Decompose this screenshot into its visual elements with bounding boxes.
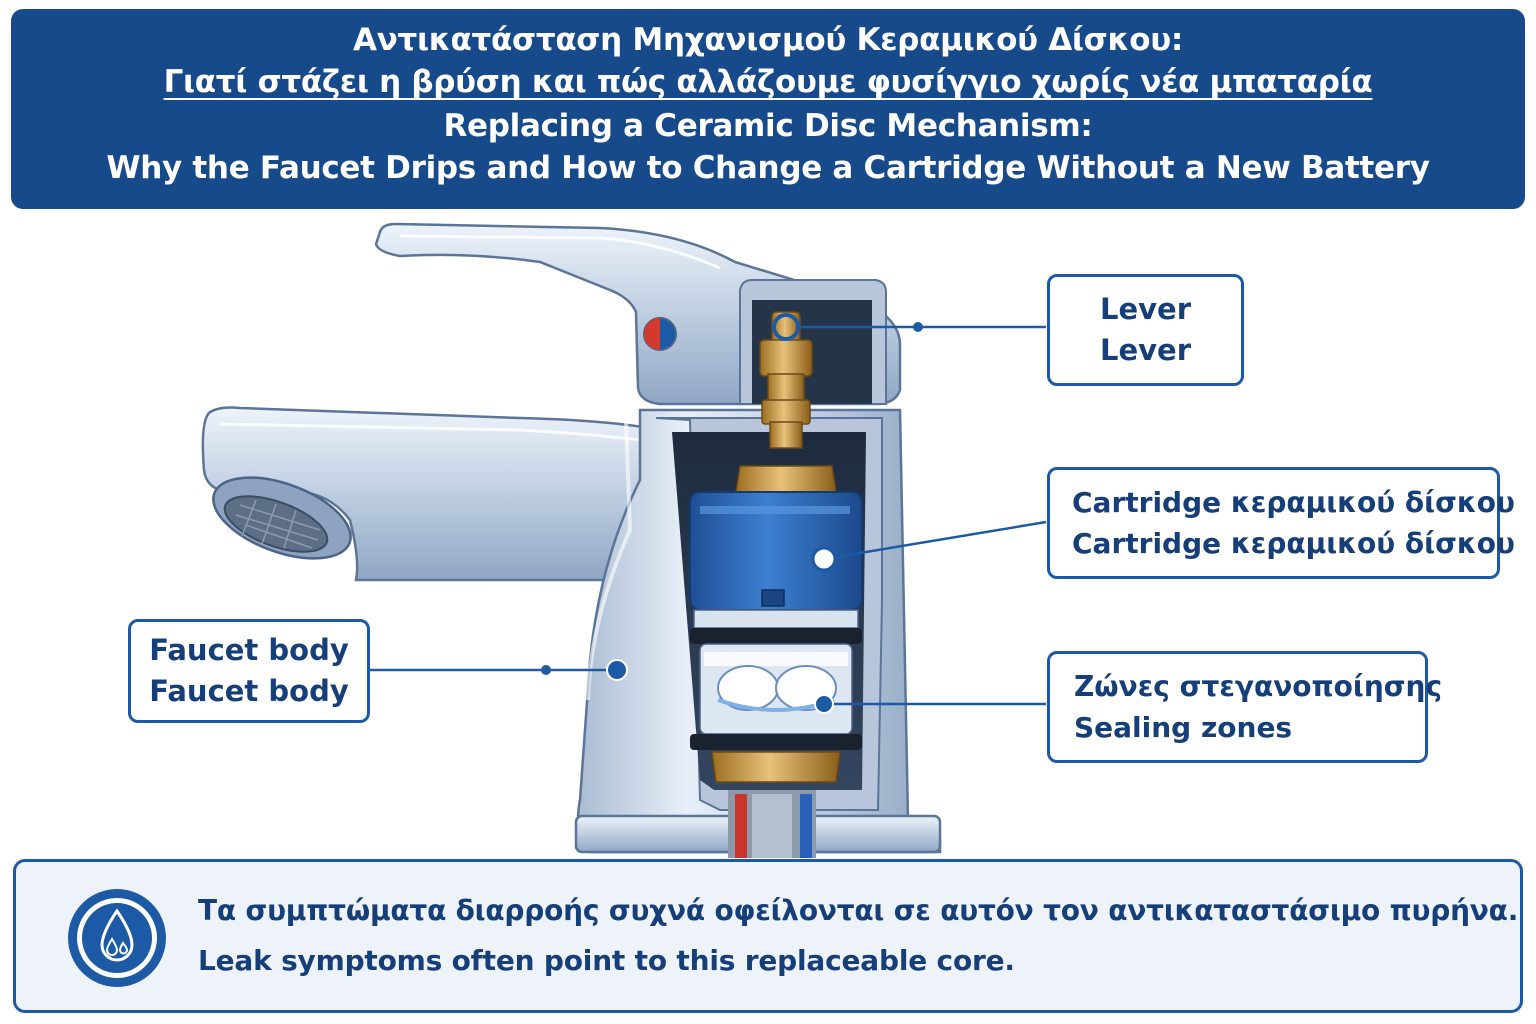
callout-sealing-line-2: Sealing zones xyxy=(1074,711,1293,744)
callout-lever: Lever Lever xyxy=(1047,274,1244,386)
callout-sealing-zones: Ζώνες στεγανοποίησης Sealing zones xyxy=(1047,651,1443,763)
callout-cartridge-line-1: Cartridge κεραμικού δίσκου xyxy=(1072,486,1515,519)
title-greek-line-2: Γιατί στάζει η βρύση και πώς αλλάζουμε φ… xyxy=(11,61,1525,103)
callout-lever-line-2: Lever xyxy=(1099,333,1192,367)
title-greek-line-2-text: Γιατί στάζει η βρύση και πώς αλλάζουμε φ… xyxy=(163,64,1373,100)
info-footer: Τα συμπτώματα διαρροής συχνά οφείλονται … xyxy=(13,859,1523,1013)
callout-body-line-2: Faucet body xyxy=(149,674,349,708)
brass-stem xyxy=(735,311,837,493)
faucet-spout xyxy=(201,406,652,582)
water-drop-icon xyxy=(68,889,166,987)
title-english-line-2: Why the Faucet Drips and How to Change a… xyxy=(106,150,1430,186)
leader-dots xyxy=(541,313,923,714)
footer-text-english: Leak symptoms often point to this replac… xyxy=(198,944,1015,977)
title-greek-line-1: Αντικατάσταση Μηχανισμού Κεραμικού Δίσκο… xyxy=(353,22,1183,58)
footer-text-greek: Τα συμπτώματα διαρροής συχνά οφείλονται … xyxy=(198,894,1519,927)
callout-body-line-1: Faucet body xyxy=(149,633,349,667)
callout-sealing-line-1: Ζώνες στεγανοποίησης xyxy=(1074,670,1443,703)
title-banner: Αντικατάσταση Μηχανισμού Κεραμικού Δίσκο… xyxy=(11,9,1525,209)
supply-pipes xyxy=(728,790,816,858)
callout-lever-line-1: Lever xyxy=(1099,292,1192,326)
footer-text: Τα συμπτώματα διαρροής συχνά οφείλονται … xyxy=(198,886,1518,986)
callout-cartridge: Cartridge κεραμικού δίσκου Cartridge κερ… xyxy=(1047,467,1515,579)
callout-cartridge-line-2: Cartridge κεραμικού δίσκου xyxy=(1072,527,1515,560)
title-english-line-1: Replacing a Ceramic Disc Mechanism: xyxy=(443,108,1093,144)
callout-faucet-body: Faucet body Faucet body xyxy=(128,619,370,723)
ceramic-cartridge xyxy=(689,491,863,783)
